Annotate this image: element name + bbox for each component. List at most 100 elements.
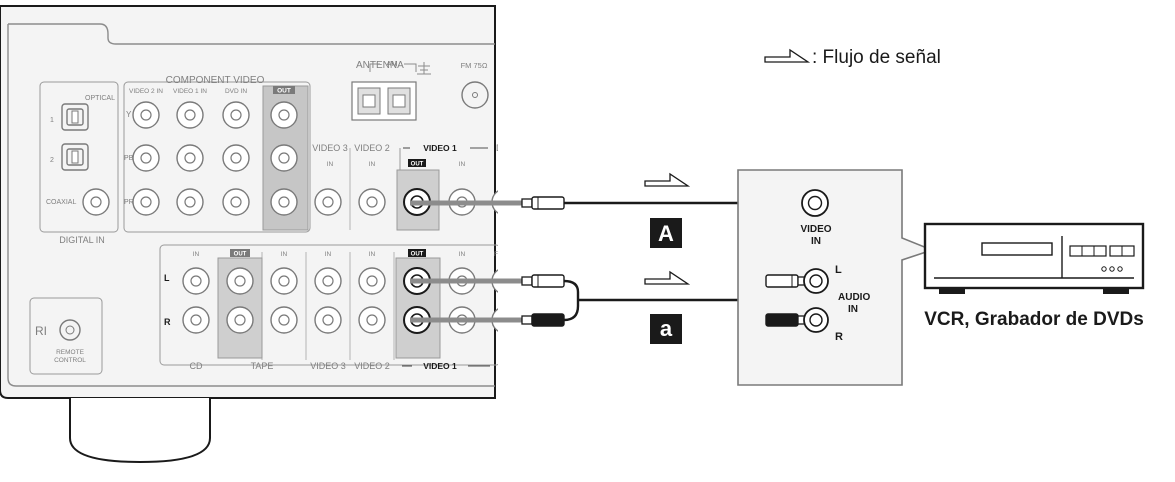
coaxial-label: COAXIAL (46, 199, 76, 206)
remote-label-2: CONTROL (54, 357, 86, 364)
component-jack (270, 188, 298, 216)
device-audio-r-jack (803, 307, 829, 333)
component-jack (222, 188, 250, 216)
device-audio-plug-l (765, 274, 807, 288)
svg-text:OUT: OUT (277, 88, 291, 95)
component-jack (222, 101, 250, 129)
device-audio-in-label-2: IN (848, 304, 858, 315)
device-video-in-jack (801, 189, 829, 217)
audio-r-label: R (164, 317, 171, 327)
audio-l-label: L (164, 273, 170, 283)
video2-label: VIDEO 2 (354, 143, 390, 153)
svg-text:1: 1 (50, 117, 54, 124)
audio-plug-r-left (521, 313, 565, 327)
optical-port-1 (61, 103, 89, 131)
component-jack (270, 101, 298, 129)
device-input-panel: VIDEO IN L R AUDIO IN (737, 169, 935, 386)
audio-jack (182, 267, 210, 295)
video2-in-jack (358, 188, 386, 216)
antenna-title: ANTENNA (356, 60, 404, 71)
component-jack (270, 144, 298, 172)
audio-out-badge (408, 249, 426, 257)
component-video-title: COMPONENT VIDEO (166, 75, 265, 86)
svg-text:FF: FF (494, 251, 502, 258)
svg-text:OUT: OUT (411, 252, 424, 258)
device-audio-plug-r (765, 313, 807, 327)
digital-in-title: DIGITAL IN (59, 235, 105, 245)
audio-jack (270, 267, 298, 295)
signal-flow-legend: : Flujo de señal (764, 47, 941, 68)
audio-video1-label: VIDEO 1 (423, 361, 457, 371)
video-signal-arrow-icon (644, 172, 691, 187)
svg-text:IN: IN (369, 251, 376, 258)
row-pb-label: PB (124, 155, 134, 162)
remote-label-1: REMOTE (56, 349, 84, 356)
device-audio-l-jack (803, 268, 829, 294)
audio-jack (270, 306, 298, 334)
video1-label: VIDEO 1 (423, 143, 457, 153)
legend-text: : Flujo de señal (812, 47, 941, 68)
component-jack (222, 144, 250, 172)
svg-text:IN: IN (459, 251, 466, 258)
component-out-badge (273, 86, 295, 94)
am-label: AM (386, 59, 397, 68)
audio-plug-l-left (521, 274, 565, 288)
video1-in-label: VIDEO 1 IN (173, 88, 207, 95)
component-jack (176, 188, 204, 216)
row-y-label: Y (126, 110, 132, 119)
component-jack (176, 101, 204, 129)
remote-control-jack (59, 319, 81, 341)
dvd-in-label: DVD IN (225, 88, 247, 95)
svg-text:IN: IN (325, 251, 332, 258)
row-pr-label: PR (124, 199, 134, 206)
component-jack (132, 101, 160, 129)
audio-jack (226, 306, 254, 334)
audio-jack (314, 267, 342, 295)
am-antenna-terminal (351, 81, 417, 121)
device-video-in-label-2: IN (811, 236, 821, 247)
device-l-label: L (835, 264, 842, 276)
svg-text:A: A (658, 221, 674, 246)
tape-out-badge (230, 249, 250, 257)
video-badge (650, 218, 682, 248)
audio-jack (358, 306, 386, 334)
svg-text:a: a (660, 316, 673, 341)
video3-label: VIDEO 3 (312, 143, 348, 153)
svg-text:IN: IN (369, 161, 376, 168)
audio-jack (226, 267, 254, 295)
device-video-in-label-1: VIDEO (800, 224, 831, 235)
audio-jack (182, 306, 210, 334)
optical-label: OPTICAL (85, 95, 115, 102)
fm-label: FM 75Ω (461, 61, 488, 70)
coaxial-jack (82, 188, 110, 216)
component-jack (176, 144, 204, 172)
ri-label: RI (35, 324, 47, 338)
audio-badge (650, 314, 682, 344)
video3-in-jack (314, 188, 342, 216)
svg-text:IN: IN (281, 251, 288, 258)
video2-in-label: VIDEO 2 IN (129, 88, 163, 95)
fm-antenna-jack (461, 81, 489, 109)
component-jack (132, 144, 160, 172)
svg-text:D: D (496, 143, 503, 153)
device-audio-in-label-1: AUDIO (838, 292, 870, 303)
audio-jack (314, 306, 342, 334)
video-plug-left (521, 196, 565, 210)
video1-out-badge (408, 159, 426, 167)
receiver-rear-panel: COMPONENT VIDEO VIDEO 2 IN VIDEO 1 IN DV… (0, 5, 503, 464)
audio-cable: a (410, 270, 767, 344)
svg-text:IN: IN (327, 161, 334, 168)
svg-text:2: 2 (50, 157, 54, 164)
audio-video2-label: VIDEO 2 (354, 361, 390, 371)
audio-video3-label: VIDEO 3 (310, 361, 346, 371)
device-r-label: R (835, 331, 843, 343)
svg-text:IN: IN (193, 251, 200, 258)
signal-flow-arrow-icon (764, 48, 811, 63)
audio-signal-arrow-icon (644, 270, 691, 285)
cd-label: CD (190, 361, 203, 371)
component-jack (132, 188, 160, 216)
audio-jack (358, 267, 386, 295)
optical-port-2 (61, 143, 89, 171)
svg-text:OUT: OUT (411, 162, 424, 168)
